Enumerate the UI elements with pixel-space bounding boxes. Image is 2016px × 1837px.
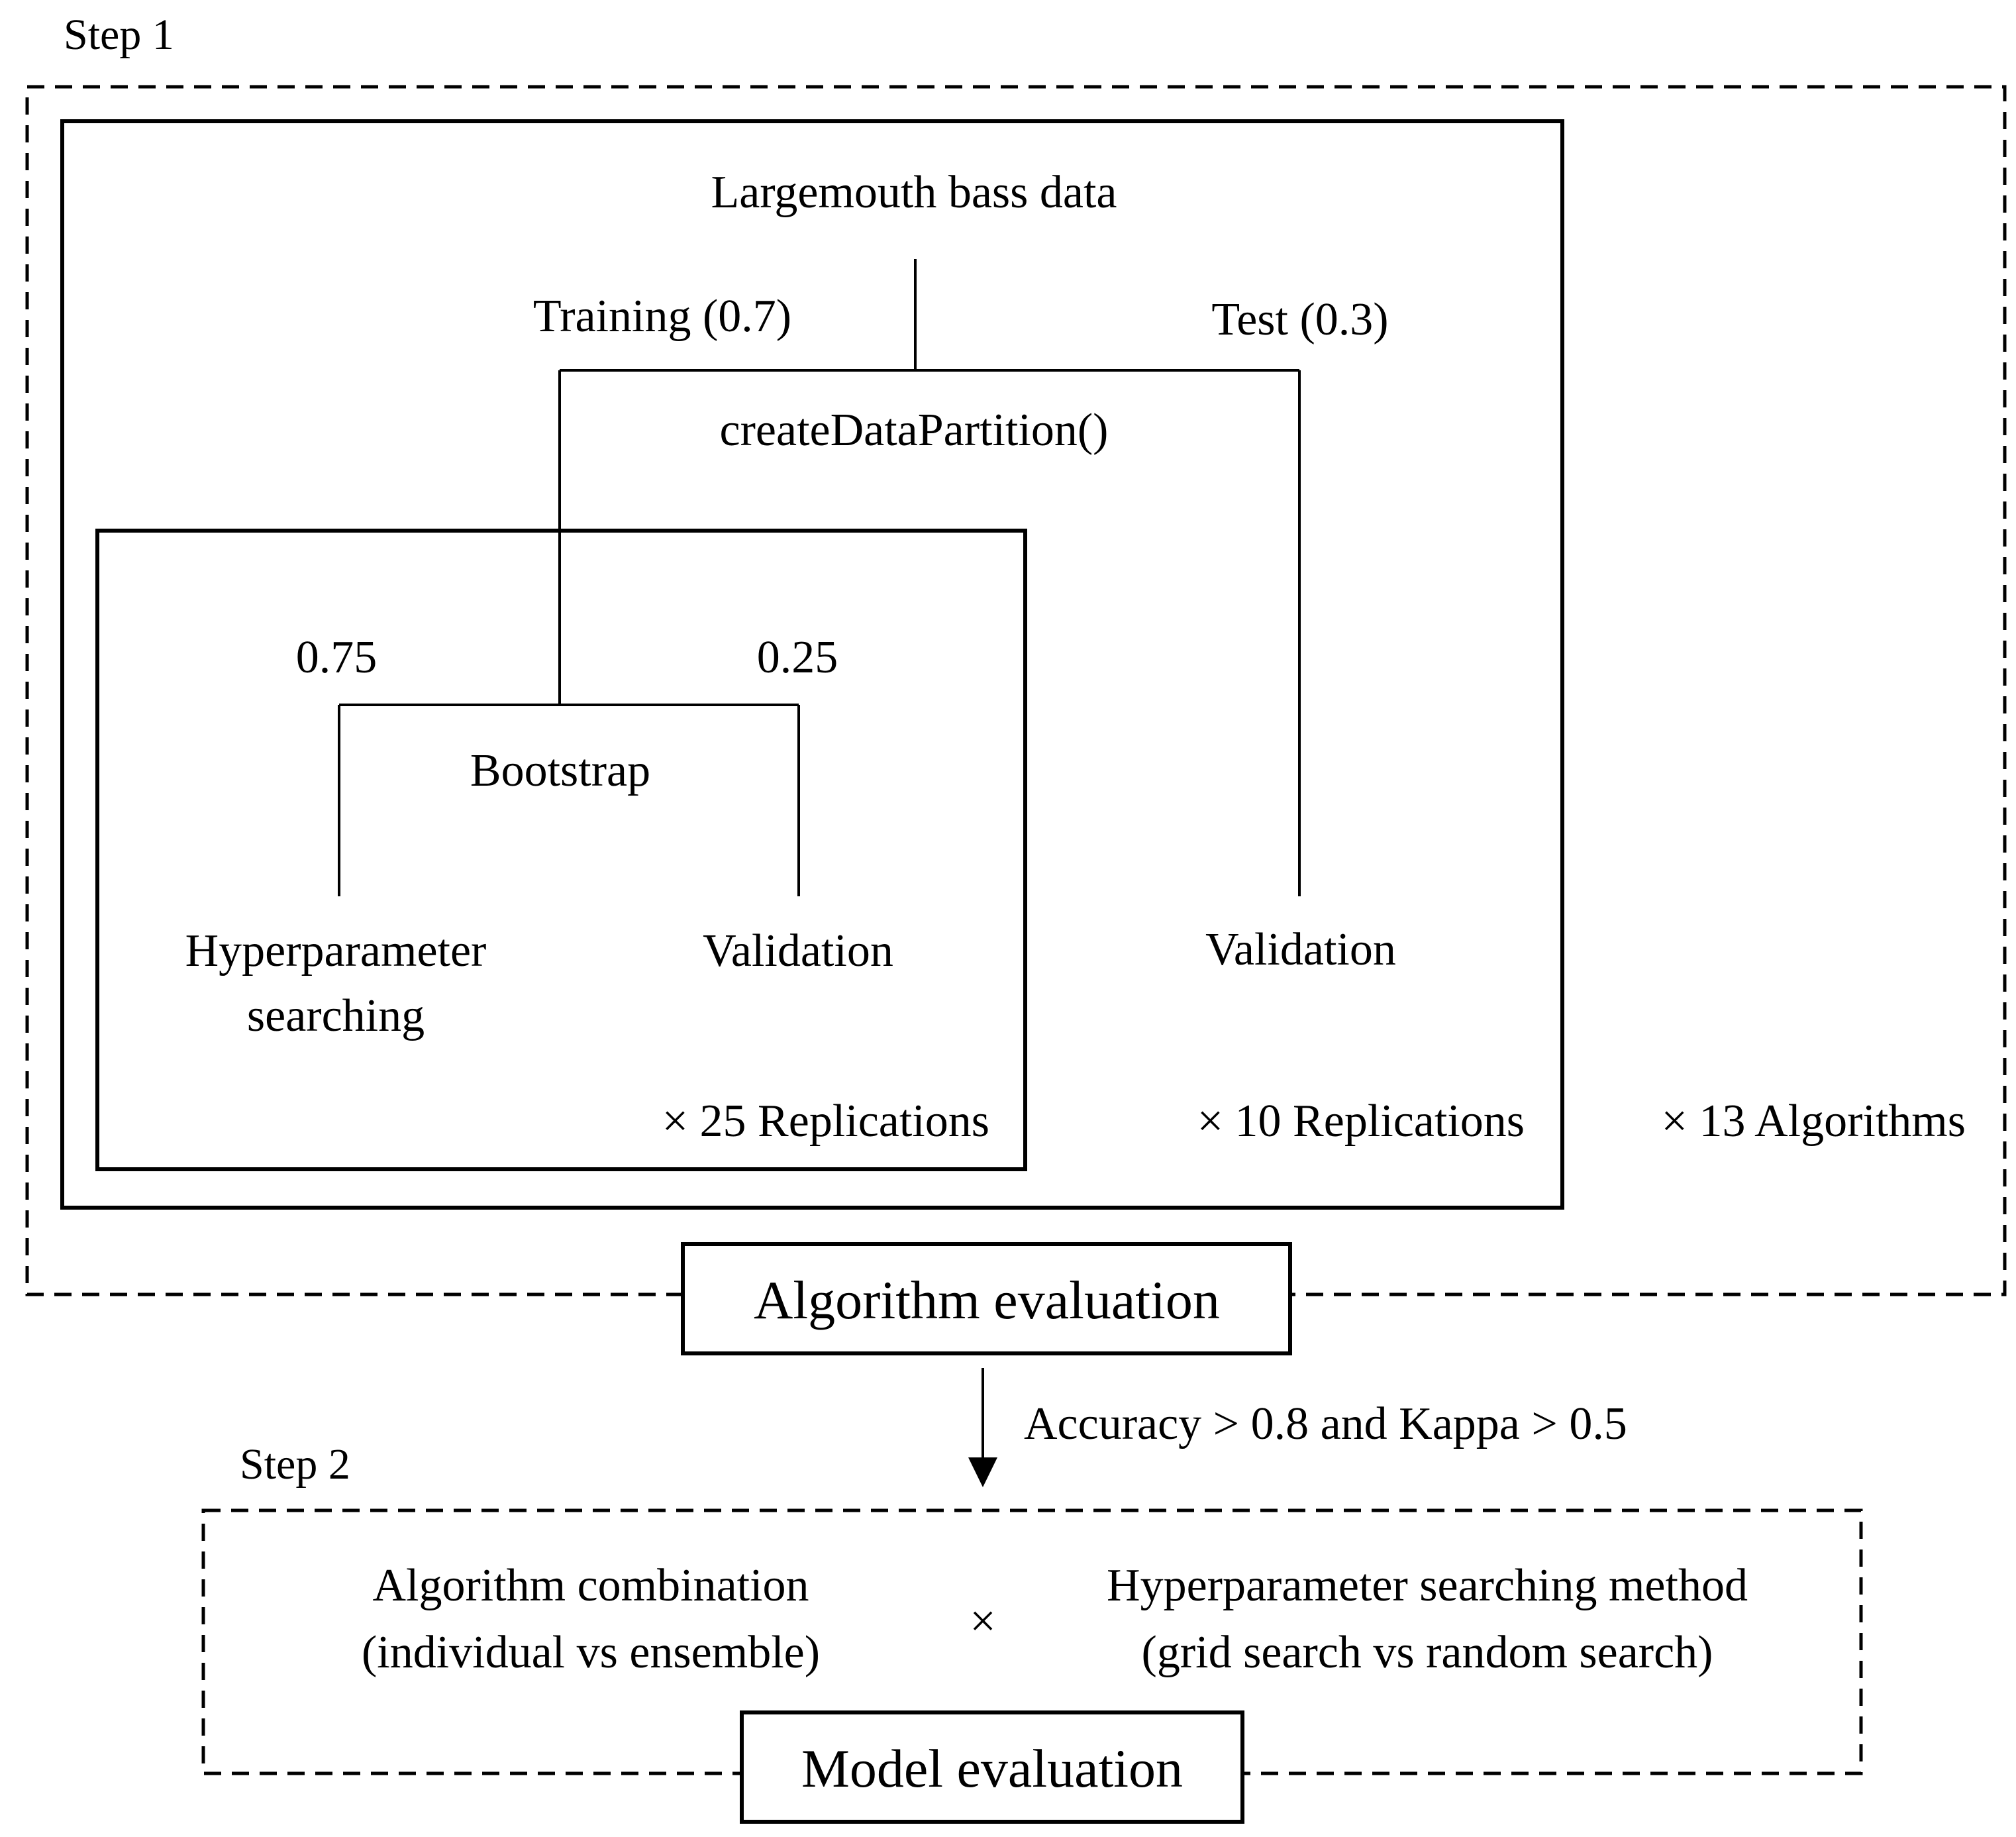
hyperparameter-searching-label-line2: searching <box>247 990 425 1041</box>
data-source-label: Largemouth bass data <box>711 167 1117 218</box>
inner-replications-label: × 25 Replications <box>662 1096 989 1147</box>
bootstrap-tree-lines <box>338 704 800 896</box>
algorithms-loop-box <box>60 119 1564 1210</box>
validation-fraction-label: 0.25 <box>757 632 838 683</box>
algorithm-evaluation-label: Algorithm evaluation <box>754 1270 1220 1330</box>
selection-criteria-label: Accuracy > 0.8 and Kappa > 0.5 <box>1024 1398 1627 1449</box>
combination-times-symbol: × <box>970 1596 995 1647</box>
bootstrap-loop-box <box>95 529 1027 1171</box>
hyperparameter-searching-label-line1: Hyperparameter <box>185 925 487 976</box>
search-method-line1: Hyperparameter searching method <box>1107 1560 1748 1611</box>
train-fraction-label: 0.75 <box>296 632 378 683</box>
partition-function-label: createDataPartition() <box>720 405 1109 456</box>
step2-label: Step 2 <box>240 1440 350 1489</box>
model-evaluation-box <box>740 1710 1244 1824</box>
algorithms-count-label: × 13 Algorithms <box>1661 1096 1966 1147</box>
algorithm-combination-line1: Algorithm combination <box>372 1560 809 1611</box>
search-method-line2: (grid search vs random search) <box>1142 1627 1713 1678</box>
bootstrap-label: Bootstrap <box>470 745 650 796</box>
algorithm-combination-line2: (individual vs ensemble) <box>362 1627 820 1678</box>
training-split-label: Training (0.7) <box>533 291 791 342</box>
test-split-label: Test (0.3) <box>1211 294 1388 345</box>
inner-validation-label: Validation <box>703 925 893 976</box>
step2-dashed-frame <box>201 1508 1863 1775</box>
algorithm-evaluation-box <box>681 1242 1292 1355</box>
test-validation-label: Validation <box>1205 924 1396 975</box>
flow-arrow-head <box>968 1457 997 1487</box>
outer-replications-label: × 10 Replications <box>1197 1096 1525 1147</box>
step1-label: Step 1 <box>64 11 174 59</box>
partition-tree-lines <box>558 259 1301 896</box>
model-evaluation-label: Model evaluation <box>801 1738 1183 1799</box>
